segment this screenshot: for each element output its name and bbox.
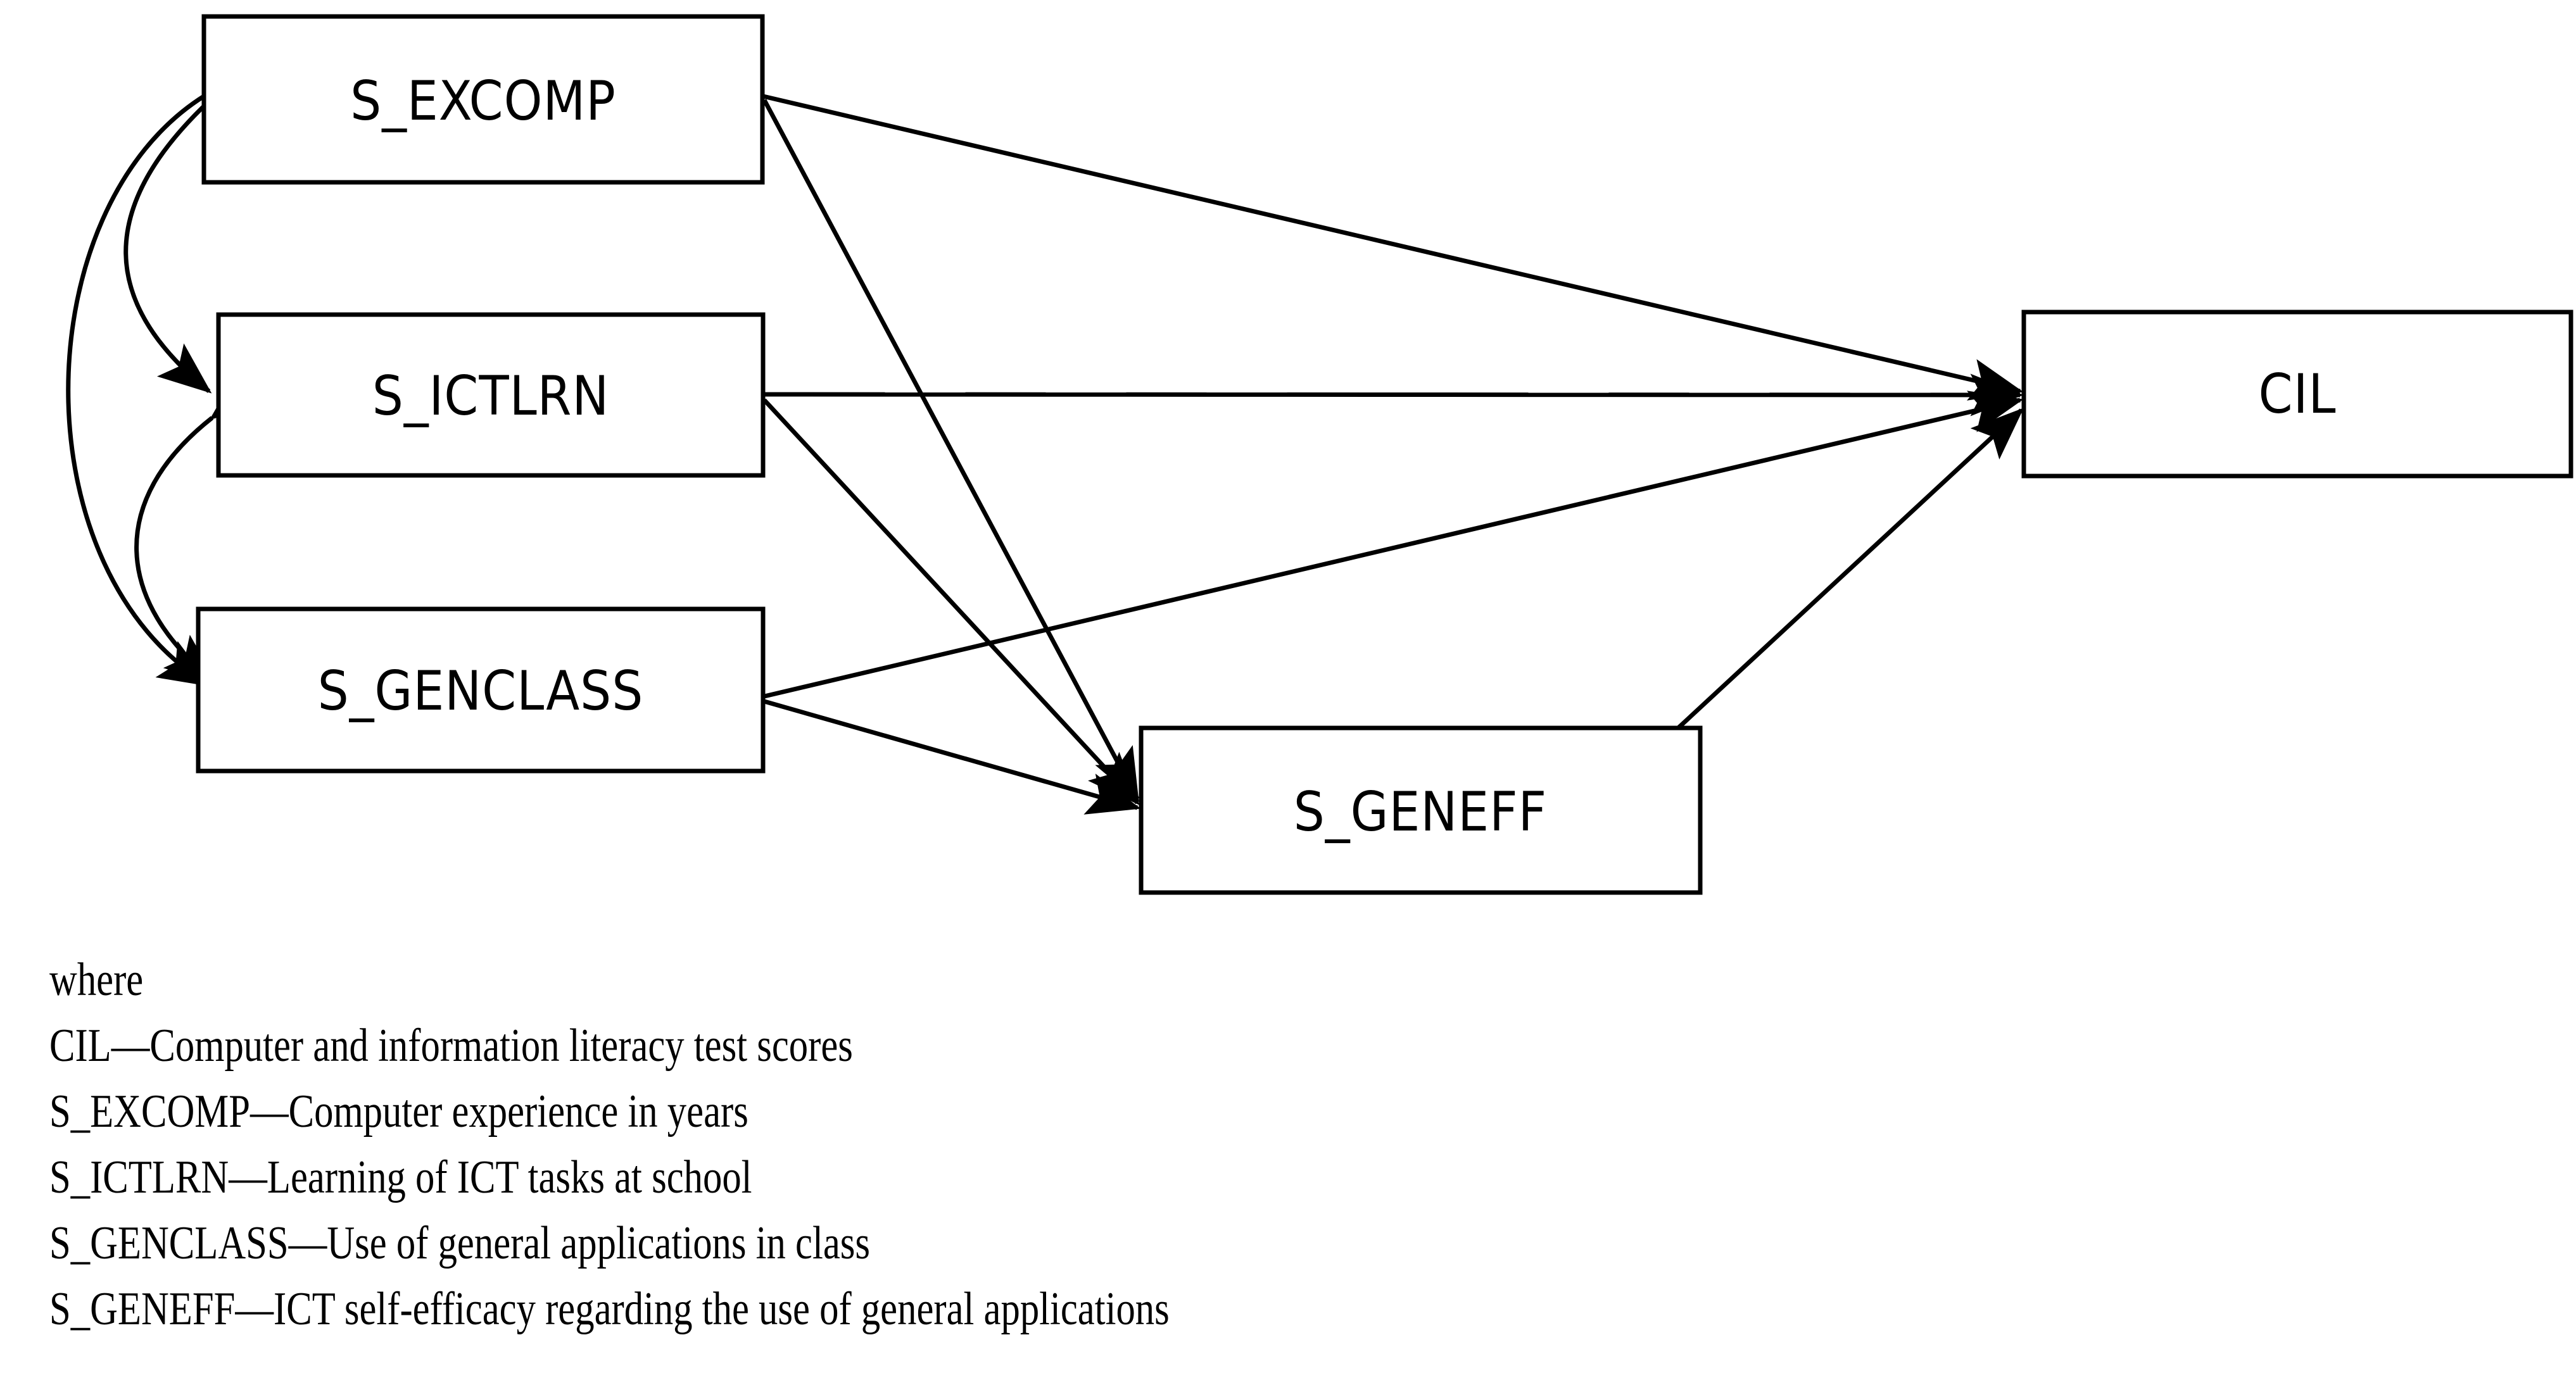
legend-heading: where xyxy=(49,954,144,1006)
edge-genclass-to-cil xyxy=(764,391,2024,699)
node-box-cil xyxy=(2021,310,2573,479)
node-s-genclass[interactable]: S_GENCLASS xyxy=(196,606,766,774)
legend-item-s-excomp: S_EXCOMP—Computer experience in years xyxy=(49,1086,748,1138)
node-box-s-genclass xyxy=(196,606,766,774)
covariance-edge-excomp-genclass xyxy=(66,51,258,687)
node-box-s-ictlrn xyxy=(216,312,766,478)
legend-item-s-ictlrn: S_ICTLRN—Learning of ICT tasks at school xyxy=(49,1151,752,1203)
node-label-s-ictlrn: S_ICTLRN xyxy=(372,365,610,428)
node-label-s-genclass: S_GENCLASS xyxy=(318,660,644,723)
node-label-s-excomp: S_EXCOMP xyxy=(350,70,616,133)
node-s-excomp[interactable]: S_EXCOMP xyxy=(201,14,765,185)
node-box-s-excomp xyxy=(201,14,765,185)
edge-excomp-to-cil xyxy=(762,94,2024,401)
legend-item-s-genclass: S_GENCLASS—Use of general applications i… xyxy=(49,1217,871,1269)
edge-ictlrn-to-cil xyxy=(764,373,2024,417)
node-s-geneff[interactable]: S_GENEFF xyxy=(1139,725,1703,895)
node-label-cil: CIL xyxy=(2259,363,2337,426)
node-box-s-geneff xyxy=(1139,725,1703,895)
legend-item-cil: CIL—Computer and information literacy te… xyxy=(49,1020,853,1072)
legend-block: where CIL—Computer and information liter… xyxy=(49,947,2519,1342)
legend-item-s-geneff: S_GENEFF—ICT self-efficacy regarding the… xyxy=(49,1283,1170,1335)
edge-excomp-to-geneff xyxy=(762,99,1140,802)
path-diagram-canvas: S_EXCOMP S_ICTLRN S_GENCLASS S_GENEFF CI… xyxy=(66,14,2573,895)
node-label-s-geneff: S_GENEFF xyxy=(1294,781,1547,844)
node-s-ictlrn[interactable]: S_ICTLRN xyxy=(216,312,766,478)
edge-ictlrn-to-geneff xyxy=(762,398,1140,806)
covariance-edge-excomp-ictlrn xyxy=(123,51,260,394)
edge-genclass-to-geneff xyxy=(764,699,1141,815)
edge-geneff-to-cil xyxy=(1675,408,2024,731)
node-cil[interactable]: CIL xyxy=(2021,310,2573,479)
